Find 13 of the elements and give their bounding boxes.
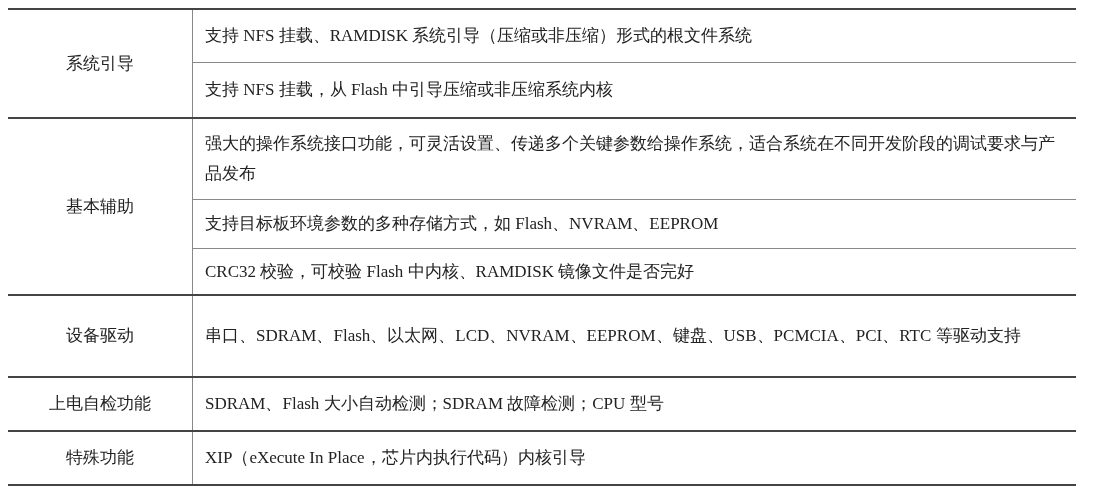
table-cell: 串口、SDRAM、Flash、以太网、LCD、NVRAM、EEPROM、键盘、USB、PCMCIA、PCI、RTC 等驱动支持 (192, 295, 1076, 377)
row-header-cell: 特殊功能 (8, 431, 193, 485)
table-cell: 支持 NFS 挂载、RAMDISK 系统引导（压缩或非压缩）形式的根文件系统 (192, 9, 1076, 63)
row-header-cell: 上电自检功能 (8, 377, 193, 431)
table-cell: 支持 NFS 挂载，从 Flash 中引导压缩或非压缩系统内核 (192, 62, 1076, 118)
table-cell: 支持目标板环境参数的多种存储方式，如 Flash、NVRAM、EEPROM (192, 199, 1076, 249)
table-cell: SDRAM、Flash 大小自动检测；SDRAM 故障检测；CPU 型号 (192, 377, 1076, 431)
table-cell: XIP（eXecute In Place，芯片内执行代码）内核引导 (192, 431, 1076, 485)
row-header-cell: 设备驱动 (8, 295, 193, 377)
row-header-cell: 基本辅助 (8, 118, 193, 295)
row-header-cell: 系统引导 (8, 9, 193, 118)
table-cell: 强大的操作系统接口功能，可灵活设置、传递多个关键参数给操作系统，适合系统在不同开发阶段的调试要求与产品发布 (192, 118, 1076, 200)
table-cell: CRC32 校验，可校验 Flash 中内核、RAMDISK 镜像文件是否完好 (192, 248, 1076, 295)
